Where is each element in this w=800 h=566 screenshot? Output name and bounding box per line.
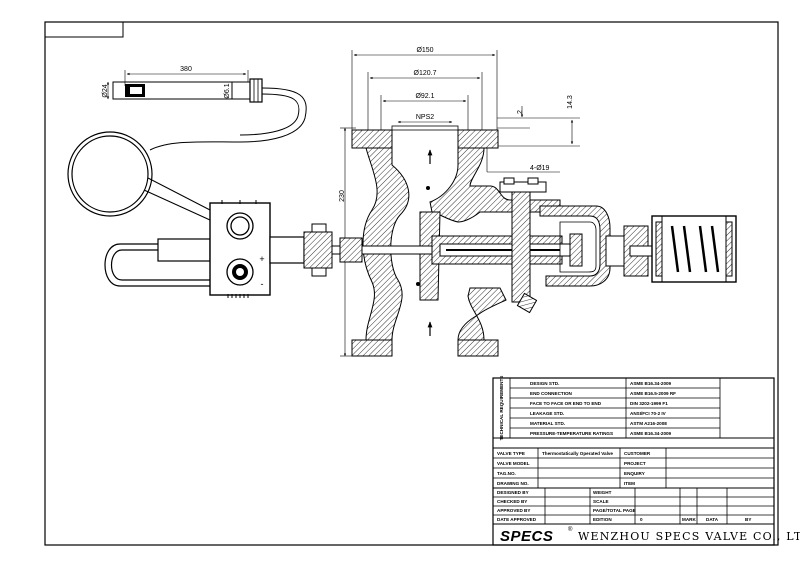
drawing-no-label: DRAWING NO. <box>497 481 529 486</box>
tag-no-label: TAG.NO. <box>497 471 516 476</box>
customer-label: CUSTOMER <box>624 451 651 456</box>
tech-value-end-connection: ASME B16.5-2009 RF <box>630 391 676 396</box>
dim-overall-length: 380 <box>180 66 192 73</box>
dim-bolt-holes: 4-Ø19 <box>530 165 550 172</box>
valve-type-label: VALVE TYPE <box>497 451 525 456</box>
dim-pipe-dia: Ø24 <box>102 84 109 97</box>
date-approved-label: DATE APPROVED <box>497 517 537 522</box>
tech-value-leakage-std: ANSI/FCI 70-2 IV <box>630 411 667 416</box>
mark-label: MARK <box>682 517 696 522</box>
technical-requirements: TECHNICAL REQUIREMENTS DESIGN STD. ASME … <box>493 376 774 441</box>
brand-logo: SPECS <box>500 528 553 545</box>
data-label: DATA <box>706 517 719 522</box>
tech-label-face-to-face: FACE TO FACE OR END TO END <box>530 401 602 406</box>
by-label: BY <box>745 517 751 522</box>
tech-value-material-std: ASTM A216-2008 <box>630 421 667 426</box>
tech-label-design-std: DESIGN STD. <box>530 381 559 386</box>
tech-label-material-std: MATERIAL STD. <box>530 421 565 426</box>
dim-bolt-circle: Ø120.7 <box>414 70 437 77</box>
dim-stem-dia: Ø6.1 <box>224 83 231 98</box>
edition-value: 0 <box>640 517 643 522</box>
project-label: PROJECT <box>624 461 646 466</box>
dim-flange-thickness: 14.3 <box>567 95 574 109</box>
enquiry-label: ENQUIRY <box>624 471 645 476</box>
title-block: TECHNICAL REQUIREMENTS DESIGN STD. ASME … <box>492 376 800 546</box>
bonnet-assembly <box>499 177 737 314</box>
scale-label: SCALE <box>593 499 609 504</box>
sensor-bulb-assembly: 380 Ø24 Ø6.1 + - <box>67 66 333 298</box>
approved-by-label: APPROVED BY <box>497 508 530 513</box>
designed-by-label: DESIGNED BY <box>497 490 529 495</box>
valve-type-value: Thermostatically Operated Valve <box>542 451 613 456</box>
terminal-minus: - <box>261 279 264 289</box>
tech-value-design-std: ASME B16.34-2009 <box>630 381 672 386</box>
approval-section: DESIGNED BY CHECKED BY APPROVED BY DATE … <box>493 488 774 525</box>
dim-raised-face: Ø92.1 <box>415 93 434 100</box>
dim-nominal-size: NPS2 <box>416 114 434 121</box>
company-name: WENZHOU SPECS VALVE CO., LTD <box>578 530 800 543</box>
valve-model-label: VALVE MODEL <box>497 461 530 466</box>
weight-label: WEIGHT <box>593 490 612 495</box>
terminal-plus: + <box>259 254 264 264</box>
dim-face-to-face: 230 <box>339 190 346 202</box>
valve-info: VALVE TYPE Thermostatically Operated Val… <box>493 448 774 489</box>
tech-label-end-connection: END CONNECTION <box>530 391 573 396</box>
company-brand: SPECS ® WENZHOU SPECS VALVE CO., LTD <box>500 526 800 545</box>
item-label: ITEM <box>624 481 635 486</box>
tech-value-pt-ratings: ASME B16.34-2009 <box>630 431 672 436</box>
tech-label-pt-ratings: PRESSURE-TEMPERATURE RATINGS <box>530 431 613 436</box>
technical-section-label: TECHNICAL REQUIREMENTS <box>499 376 504 441</box>
tech-label-leakage-std: LEAKAGE STD. <box>530 411 564 416</box>
brand-registered: ® <box>568 526 573 533</box>
drawing-frame <box>44 21 779 546</box>
tech-value-face-to-face: DIN 3202-1999 F1 <box>630 401 668 406</box>
page-total-label: PAGE/TOTAL PAGE <box>593 508 636 513</box>
checked-by-label: CHECKED BY <box>497 499 527 504</box>
valve-body: Ø150 Ø120.7 Ø92.1 NPS2 2 14.3 4-Ø19 230 <box>331 47 580 357</box>
dim-flange-od: Ø150 <box>416 47 433 54</box>
dim-face-thickness: 2 <box>517 110 524 114</box>
edition-label: EDITION <box>593 517 612 522</box>
